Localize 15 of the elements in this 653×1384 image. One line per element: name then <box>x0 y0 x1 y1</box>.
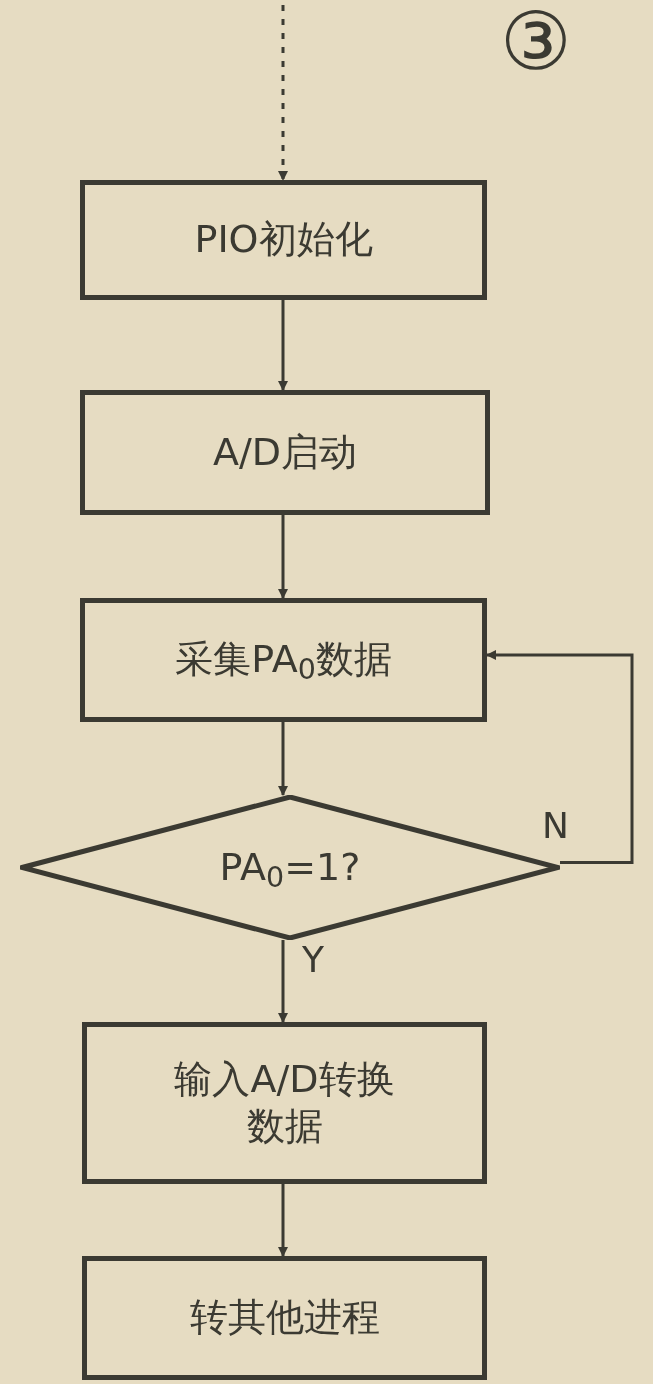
arrow <box>278 5 288 181</box>
arrow <box>278 940 288 1023</box>
arrow <box>486 650 634 864</box>
arrow <box>278 1184 288 1257</box>
arrow <box>278 515 288 599</box>
edge-label: N <box>542 808 569 844</box>
process-box: 采集PA$_{0}$数据 <box>80 598 487 722</box>
process-box: 转其他进程 <box>82 1256 487 1380</box>
arrow <box>278 300 288 391</box>
process-box: PIO初始化 <box>80 180 487 300</box>
step-number: ③ <box>500 2 572 82</box>
process-box: 输入A/D转换数据 <box>82 1022 487 1184</box>
arrow <box>278 722 288 796</box>
edge-label: Y <box>302 942 324 978</box>
process-box: A/D启动 <box>80 390 490 515</box>
